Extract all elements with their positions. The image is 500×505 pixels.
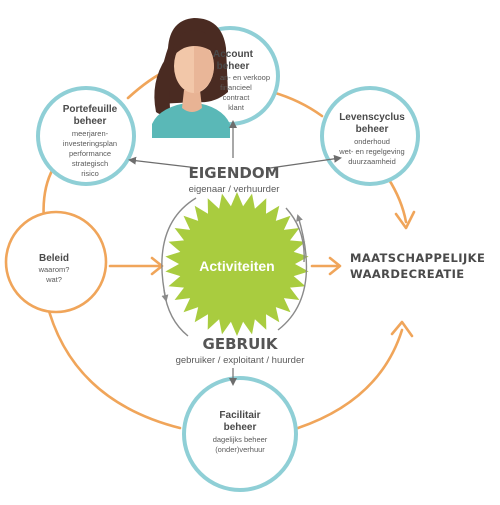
facilitair-circle <box>182 376 298 492</box>
beleid-title: Beleid <box>39 253 69 264</box>
gebruik-sub: gebruiker / exploitant / huurder <box>176 355 305 366</box>
exchange-arc-left-up <box>163 289 189 337</box>
levenscyclus-line-2: wet- en regelgeving <box>338 147 404 156</box>
portefeuille-title-2: beheer <box>74 116 107 127</box>
facilitair-line-1: dagelijks beheer <box>213 435 268 444</box>
account-line-4: klant <box>228 103 245 112</box>
avatar-neck <box>182 90 202 112</box>
woman-avatar-icon <box>152 18 230 138</box>
connector-arrows <box>128 120 342 386</box>
outcome-line-2: WAARDECREATIE <box>350 267 465 281</box>
center-label: Activiteiten <box>199 258 274 274</box>
gebruik-heading: GEBRUIK <box>203 335 279 353</box>
arrow-beleid-center <box>108 256 164 276</box>
cycle-arrowheads <box>390 210 416 338</box>
beleid-line-1: waarom? <box>38 265 70 274</box>
exchange-arc-right-down <box>285 207 305 263</box>
avatar-face-shade <box>194 40 214 94</box>
eigendom-heading: EIGENDOM <box>188 164 279 182</box>
arrow-eigendom-portefeuille <box>128 156 199 169</box>
account-line-3: contract <box>223 93 251 102</box>
arrowhead-down-outcome <box>394 210 416 230</box>
arc-facilitair-outcome <box>296 328 404 430</box>
arrow-center-outcome <box>310 256 342 276</box>
account-title-1: Account <box>213 49 254 60</box>
account-line-1: an- en verkoop <box>220 73 270 82</box>
arc-beleid-facilitair <box>44 298 182 430</box>
account-title-2: beheer <box>217 61 250 72</box>
arc-account-levenscyclus <box>270 90 324 118</box>
levenscyclus-title-1: Levenscyclus <box>339 112 405 123</box>
node-facilitair <box>182 376 298 492</box>
portefeuille-line-5: risico <box>81 169 99 178</box>
node-beleid <box>4 210 108 314</box>
avatar-ponytail <box>154 58 176 115</box>
levenscyclus-line-3: duurzaamheid <box>348 157 396 166</box>
outcome-line-1: MAATSCHAPPELIJKE <box>350 251 485 265</box>
arrowhead-up-outcome <box>390 320 414 338</box>
facilitair-line-2: (onder)verhuur <box>215 445 265 454</box>
eigendom-sub: eigenaar / verhuurder <box>189 184 280 195</box>
exchange-arcs <box>161 197 308 337</box>
portefeuille-line-1: meerjaren- <box>72 129 109 138</box>
exchange-arc-left <box>161 197 197 302</box>
portefeuille-circle <box>36 86 136 186</box>
portefeuille-title-1: Portefeuille <box>63 104 118 115</box>
account-line-2: financieel <box>220 83 252 92</box>
portefeuille-line-3: performance <box>69 149 111 158</box>
arrow-eigendom-levenscyclus <box>269 154 342 169</box>
starburst-icon <box>165 192 309 336</box>
node-portefeuille <box>36 86 136 186</box>
avatar-fringe <box>172 30 216 58</box>
node-levenscyclus <box>320 86 420 186</box>
portefeuille-line-2: investeringsplan <box>63 139 117 148</box>
levenscyclus-title-2: beheer <box>356 124 389 135</box>
beleid-line-2: wat? <box>45 275 62 284</box>
facilitair-title-2: beheer <box>224 422 257 433</box>
facilitair-title-1: Facilitair <box>219 410 260 421</box>
levenscyclus-circle <box>320 86 420 186</box>
exchange-arc-right <box>277 214 308 331</box>
portefeuille-line-4: strategisch <box>72 159 108 168</box>
beleid-circle <box>4 210 108 314</box>
levenscyclus-line-1: onderhoud <box>354 137 390 146</box>
avatar-shirt <box>152 102 230 138</box>
